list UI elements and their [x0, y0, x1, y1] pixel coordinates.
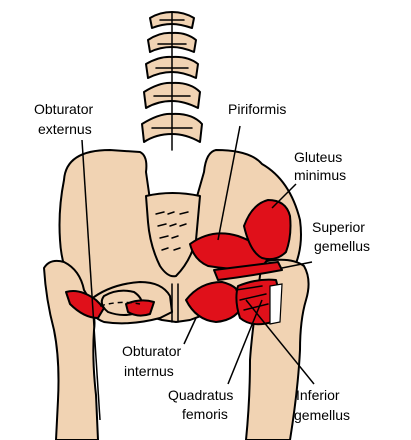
leader-superior-gemellus: [281, 261, 313, 269]
leader-lines: [81, 125, 315, 421]
leader-inferior-gemellus: [245, 299, 315, 385]
label-quadratus-femoris: Quadratus femoris: [168, 387, 237, 422]
leader-quadratus-femoris: [227, 299, 263, 385]
gluteus-minimus-muscle: [243, 199, 292, 261]
leader-piriformis: [217, 125, 241, 241]
label-piriformis: Piriformis: [228, 101, 286, 117]
muscle-fiber-lines: [235, 285, 269, 311]
superior-gemellus-muscle: [213, 261, 283, 281]
leader-gluteus-minimus: [271, 183, 297, 209]
spinous-process-lines: [151, 11, 193, 151]
pubic-symphysis: [171, 283, 179, 323]
leader-obturator-internus: [183, 317, 197, 345]
label-inferior-gemellus: Inferior gemellus: [294, 387, 350, 423]
sacral-foramina: [155, 211, 189, 251]
leader-obturator-externus: [81, 139, 101, 421]
obturator-externus-muscle-2: [125, 299, 155, 317]
label-superior-gemellus: Superior gemellus: [312, 219, 370, 254]
lumbar-spine: [141, 11, 203, 151]
obturator-externus-tendon: [99, 301, 141, 307]
label-obturator-externus: Obturator externus: [34, 101, 97, 137]
label-obturator-internus: Obturator internus: [122, 343, 185, 379]
label-gluteus-minimus: Gluteus minimus: [294, 149, 346, 183]
quadratus-femoris-insertion: [269, 283, 283, 325]
obturator-externus-muscle: [65, 290, 105, 319]
